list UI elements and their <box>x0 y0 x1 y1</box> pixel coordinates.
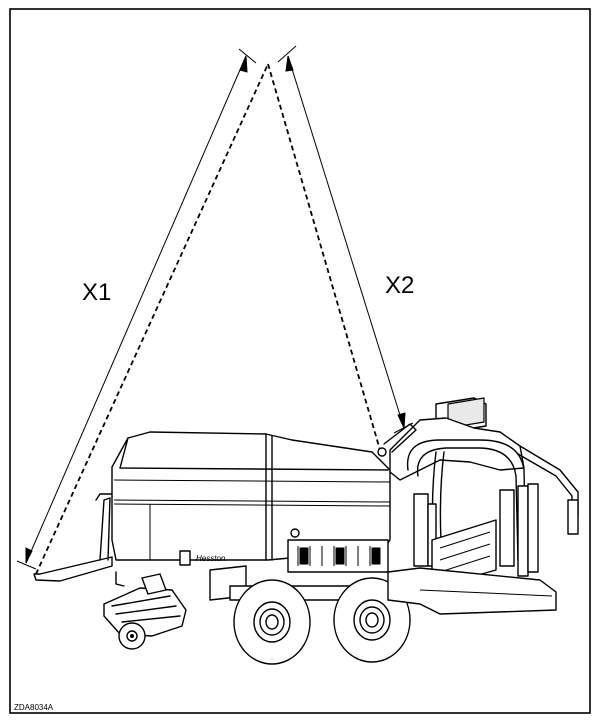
baler-chamber <box>111 431 391 561</box>
wrapper-unit <box>377 397 579 615</box>
label-x2: X2 <box>385 272 414 299</box>
drawbar <box>33 556 113 582</box>
film-roller-left <box>413 493 429 567</box>
brand-decal: Hesston <box>196 554 226 563</box>
diagram-border <box>9 8 591 714</box>
pickup-unit <box>103 587 187 637</box>
wheel-front <box>233 579 311 665</box>
film-roller-right <box>499 489 515 567</box>
measurement-x1 <box>16 48 269 575</box>
baler-machine: Hesston <box>33 397 579 665</box>
figure-code: ZDA8034A <box>14 703 54 712</box>
measurement-x2 <box>267 45 414 451</box>
label-x1: X1 <box>82 279 111 306</box>
